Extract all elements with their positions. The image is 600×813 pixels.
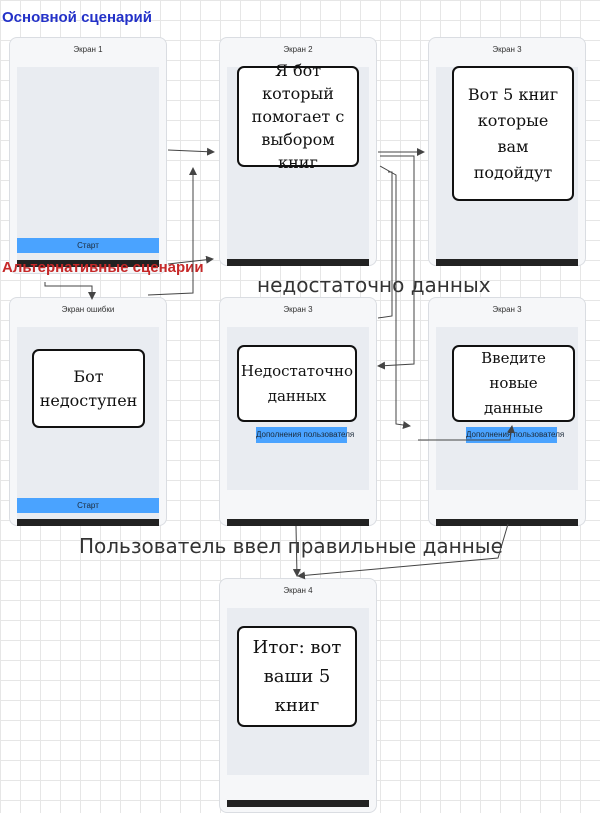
screen-1-title: Экран 1 (73, 45, 103, 54)
insufficient-data-label: недостаточно данных (257, 273, 491, 297)
screen-2-title: Экран 2 (283, 45, 313, 54)
screen-1-bottom-bar (17, 260, 159, 267)
card-insufficient-data-text: Недостаточно данных (240, 361, 354, 405)
card-enter-new-data-text: Введите новые данные (481, 349, 546, 417)
arrow-alt-to-screen2 (167, 255, 214, 265)
screen-3-newdata-title: Экран 3 (492, 305, 522, 314)
screen-3-insufficient-title: Экран 3 (283, 305, 313, 314)
card-five-books: Вот 5 книг которые вам подойдут (452, 66, 574, 201)
card-final-result: Итог: вот ваши 5 книг (237, 626, 357, 727)
card-insufficient-data: Недостаточно данных (237, 345, 357, 422)
arrow-screen1-to-screen2 (167, 147, 215, 156)
card-bot-unavailable-text: Бот недоступен (39, 366, 138, 410)
arrow-tag-to-newdata (418, 425, 515, 441)
arrow-start-to-screen2 (147, 167, 197, 296)
card-enter-new-data: Введите новые данные (452, 345, 575, 422)
user-additions-tag-1[interactable]: Дополнения пользователя (256, 427, 354, 443)
card-bot-unavailable: Бот недоступен (32, 349, 145, 428)
screen-2-bottom-bar (227, 259, 369, 266)
user-additions-tag-2[interactable]: Дополнения пользователя (466, 427, 564, 443)
start-button[interactable]: Старт (17, 238, 159, 253)
arrow-inner-route (377, 171, 393, 319)
error-screen-title: Экран ошибки (61, 305, 115, 314)
main-scenario-heading: Основной сценарий (2, 9, 152, 26)
card-five-books-text: Вот 5 книг которые вам подойдут (467, 84, 559, 182)
valid-data-label: Пользователь ввел правильные данные (79, 534, 503, 558)
screen-3-insufficient-bottom-bar (227, 519, 369, 526)
screen-1-body (17, 67, 159, 260)
error-screen-bottom-bar (17, 519, 159, 526)
screen-1: Экран 1 Старт (9, 37, 167, 274)
screen-3-main-bottom-bar (436, 259, 578, 266)
card-bot-intro: Я бот который помогает с выбором книг (237, 61, 359, 172)
screen-3-main-title: Экран 3 (492, 45, 522, 54)
arrow-newdata-to-screen4 (297, 523, 509, 580)
screen-4-bottom-bar (227, 800, 369, 807)
arrow-start-to-error (44, 282, 96, 300)
card-final-result-text: Итог: вот ваши 5 книг (252, 637, 342, 716)
screen-3-newdata-bottom-bar (436, 519, 578, 526)
arrow-down-to-screen4 (292, 525, 301, 577)
screen-4-title: Экран 4 (283, 586, 313, 595)
card-bot-intro-text: Я бот который помогает с выбором книг (251, 61, 345, 172)
start-button-error[interactable]: Старт (17, 498, 159, 513)
alternative-scenario-heading: Альтернативные сценарии (2, 259, 204, 276)
arrow-to-newdata (379, 165, 411, 429)
